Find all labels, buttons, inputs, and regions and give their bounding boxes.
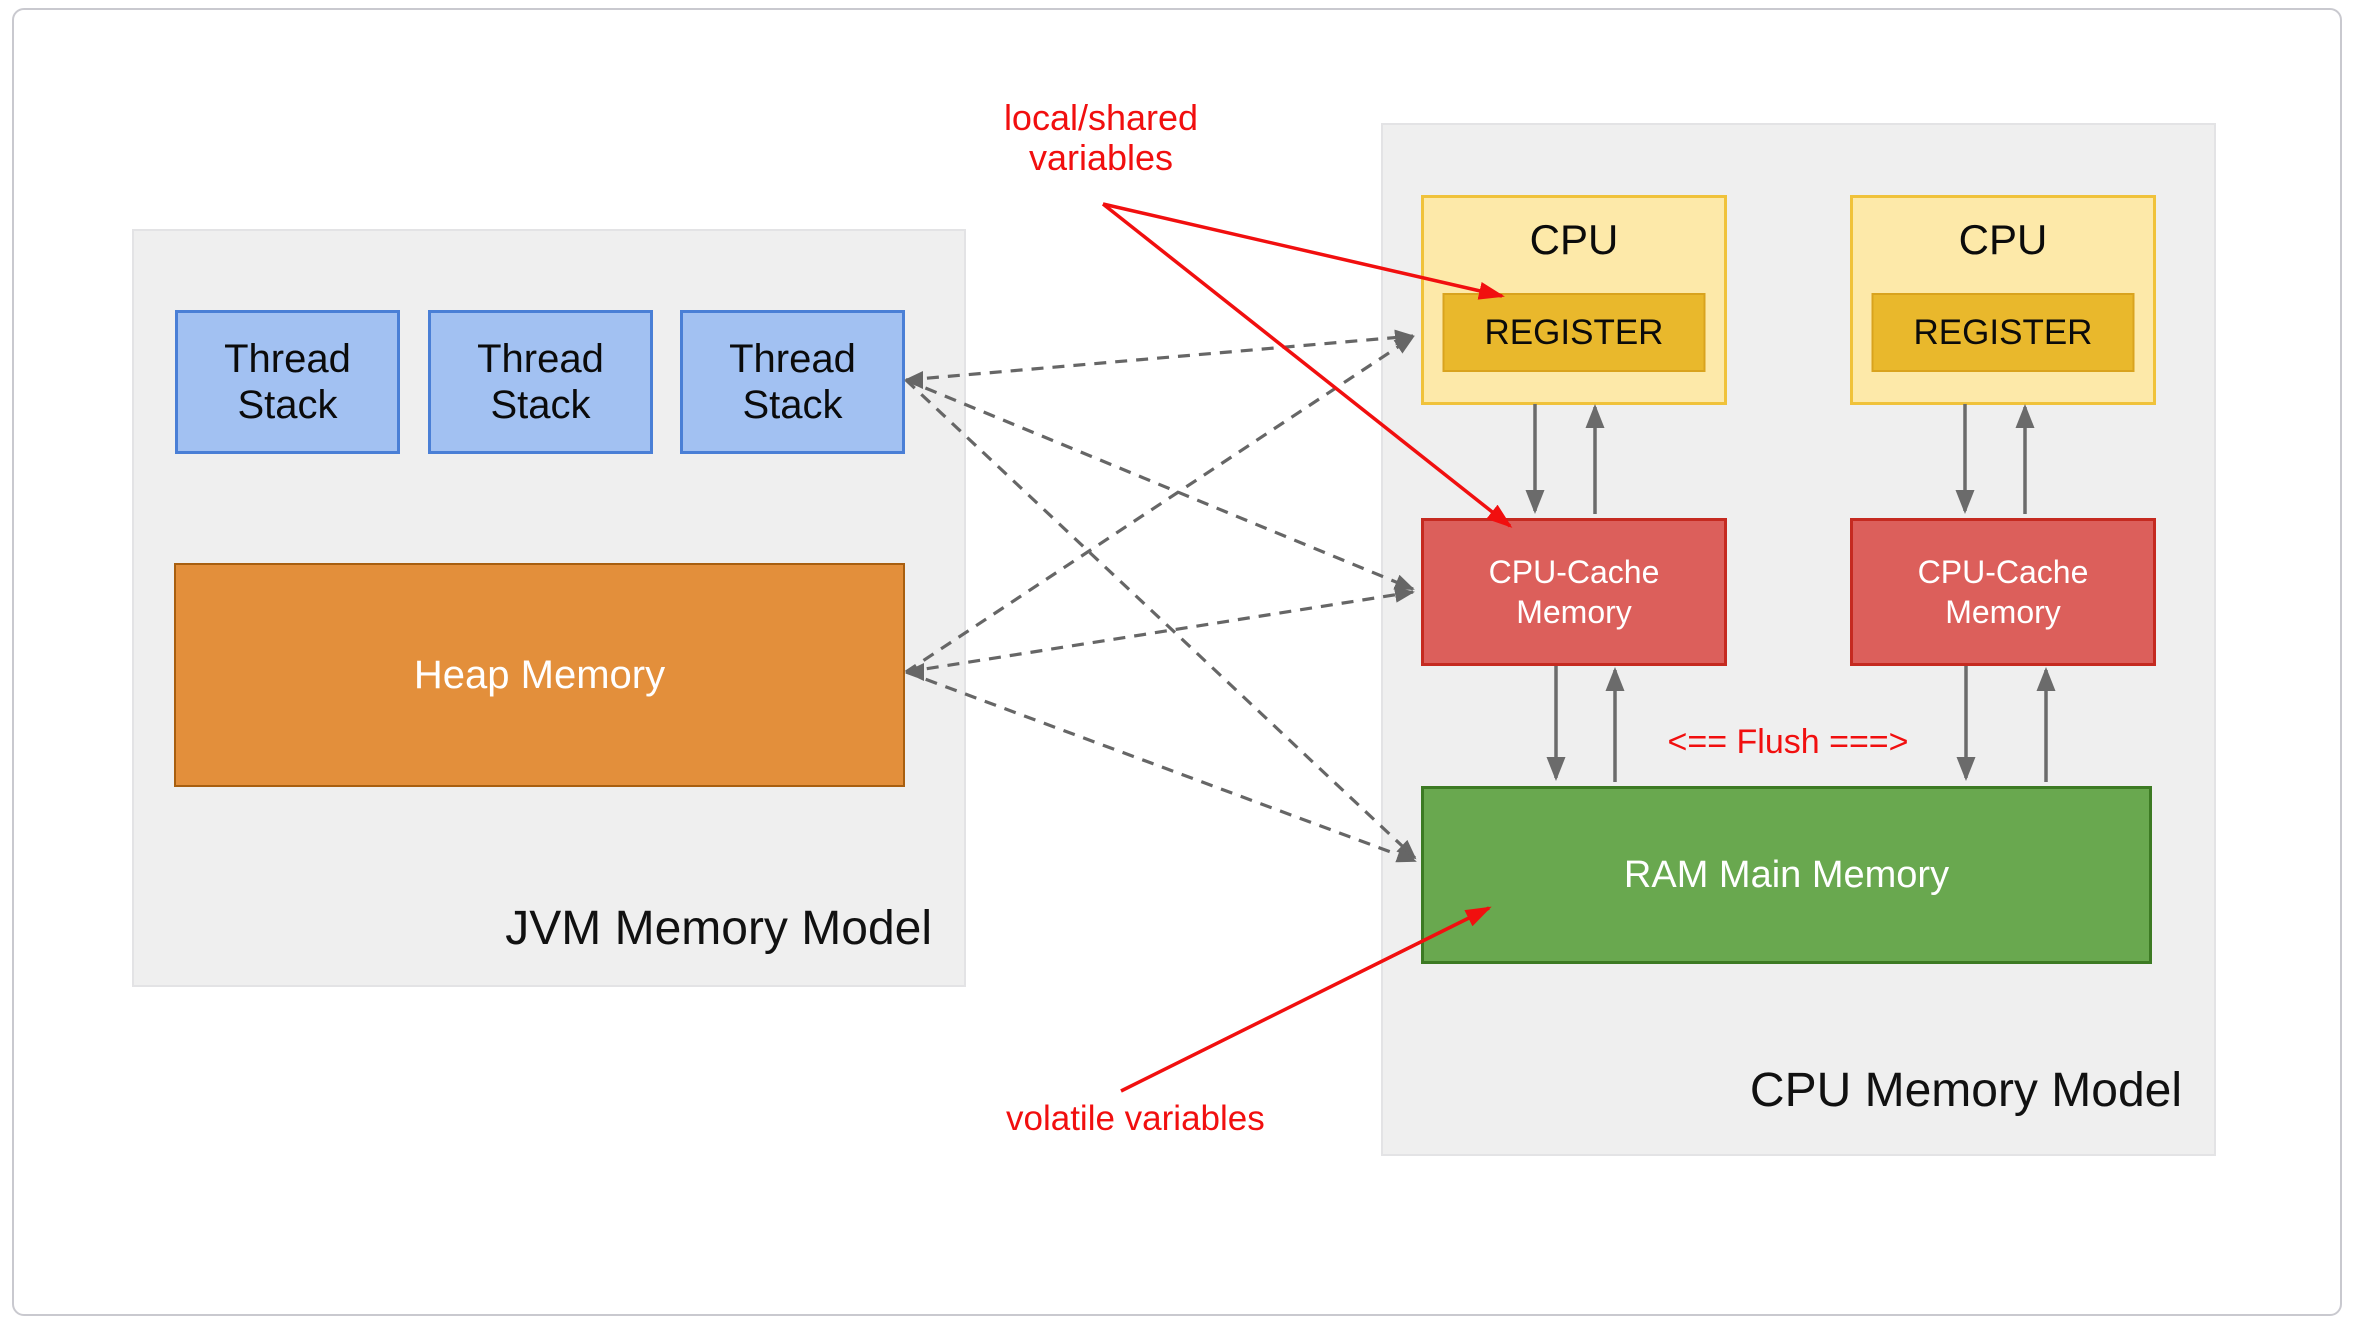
local-shared-variables-annotation: local/shared variables	[1003, 97, 1199, 178]
flush-annotation: <== Flush ===>	[1667, 723, 1909, 761]
connector-heap-register	[905, 335, 1415, 674]
thread-stack-box-2: Thread Stack	[428, 310, 653, 454]
heap-memory-label: Heap Memory	[413, 652, 666, 697]
register-label: REGISTER	[1913, 312, 2093, 352]
register-label: REGISTER	[1484, 312, 1664, 352]
thread-stack-label: Thread Stack	[477, 337, 604, 427]
cpu-box-1: CPU REGISTER	[1421, 195, 1727, 405]
cpu-label: CPU	[1958, 216, 2048, 263]
thread-stack-box-1: Thread Stack	[175, 310, 400, 454]
thread-stack-box-3: Thread Stack	[680, 310, 905, 454]
cpu-cache-label: CPU-Cache Memory	[1488, 554, 1660, 630]
heap-memory-box: Heap Memory	[174, 563, 905, 787]
ram-main-memory-label: RAM Main Memory	[1623, 853, 1950, 896]
connector-threadstack-register	[905, 329, 1415, 382]
cpu-cache-box-2: CPU-Cache Memory	[1850, 518, 2156, 666]
cpu-box-2: CPU REGISTER	[1850, 195, 2156, 405]
thread-stack-label: Thread Stack	[224, 337, 351, 427]
volatile-variables-annotation: volatile variables	[1006, 1099, 1265, 1138]
cpu-label: CPU	[1529, 216, 1619, 263]
connector-heap-ram	[905, 670, 1417, 863]
jvm-memory-model-panel: Thread Stack Thread Stack Thread Stack H…	[132, 229, 966, 987]
dashed-connectors	[904, 329, 1417, 863]
jvm-panel-title: JVM Memory Model	[505, 902, 932, 955]
connector-threadstack-cache	[905, 378, 1415, 591]
cpu-memory-model-panel: CPU REGISTER CPU REGISTER CPU-Cache Memo…	[1381, 123, 2216, 1156]
connector-heap-cache	[905, 586, 1415, 674]
cpu-cache-box-1: CPU-Cache Memory	[1421, 518, 1727, 666]
ram-main-memory-box: RAM Main Memory	[1421, 786, 2152, 964]
thread-stack-label: Thread Stack	[729, 337, 856, 427]
register-box-2: REGISTER	[1871, 293, 2135, 372]
connector-threadstack-ram	[904, 378, 1417, 860]
cpu-cache-label: CPU-Cache Memory	[1917, 554, 2089, 630]
cpu-panel-title: CPU Memory Model	[1749, 1064, 2182, 1117]
register-box-1: REGISTER	[1442, 293, 1706, 372]
